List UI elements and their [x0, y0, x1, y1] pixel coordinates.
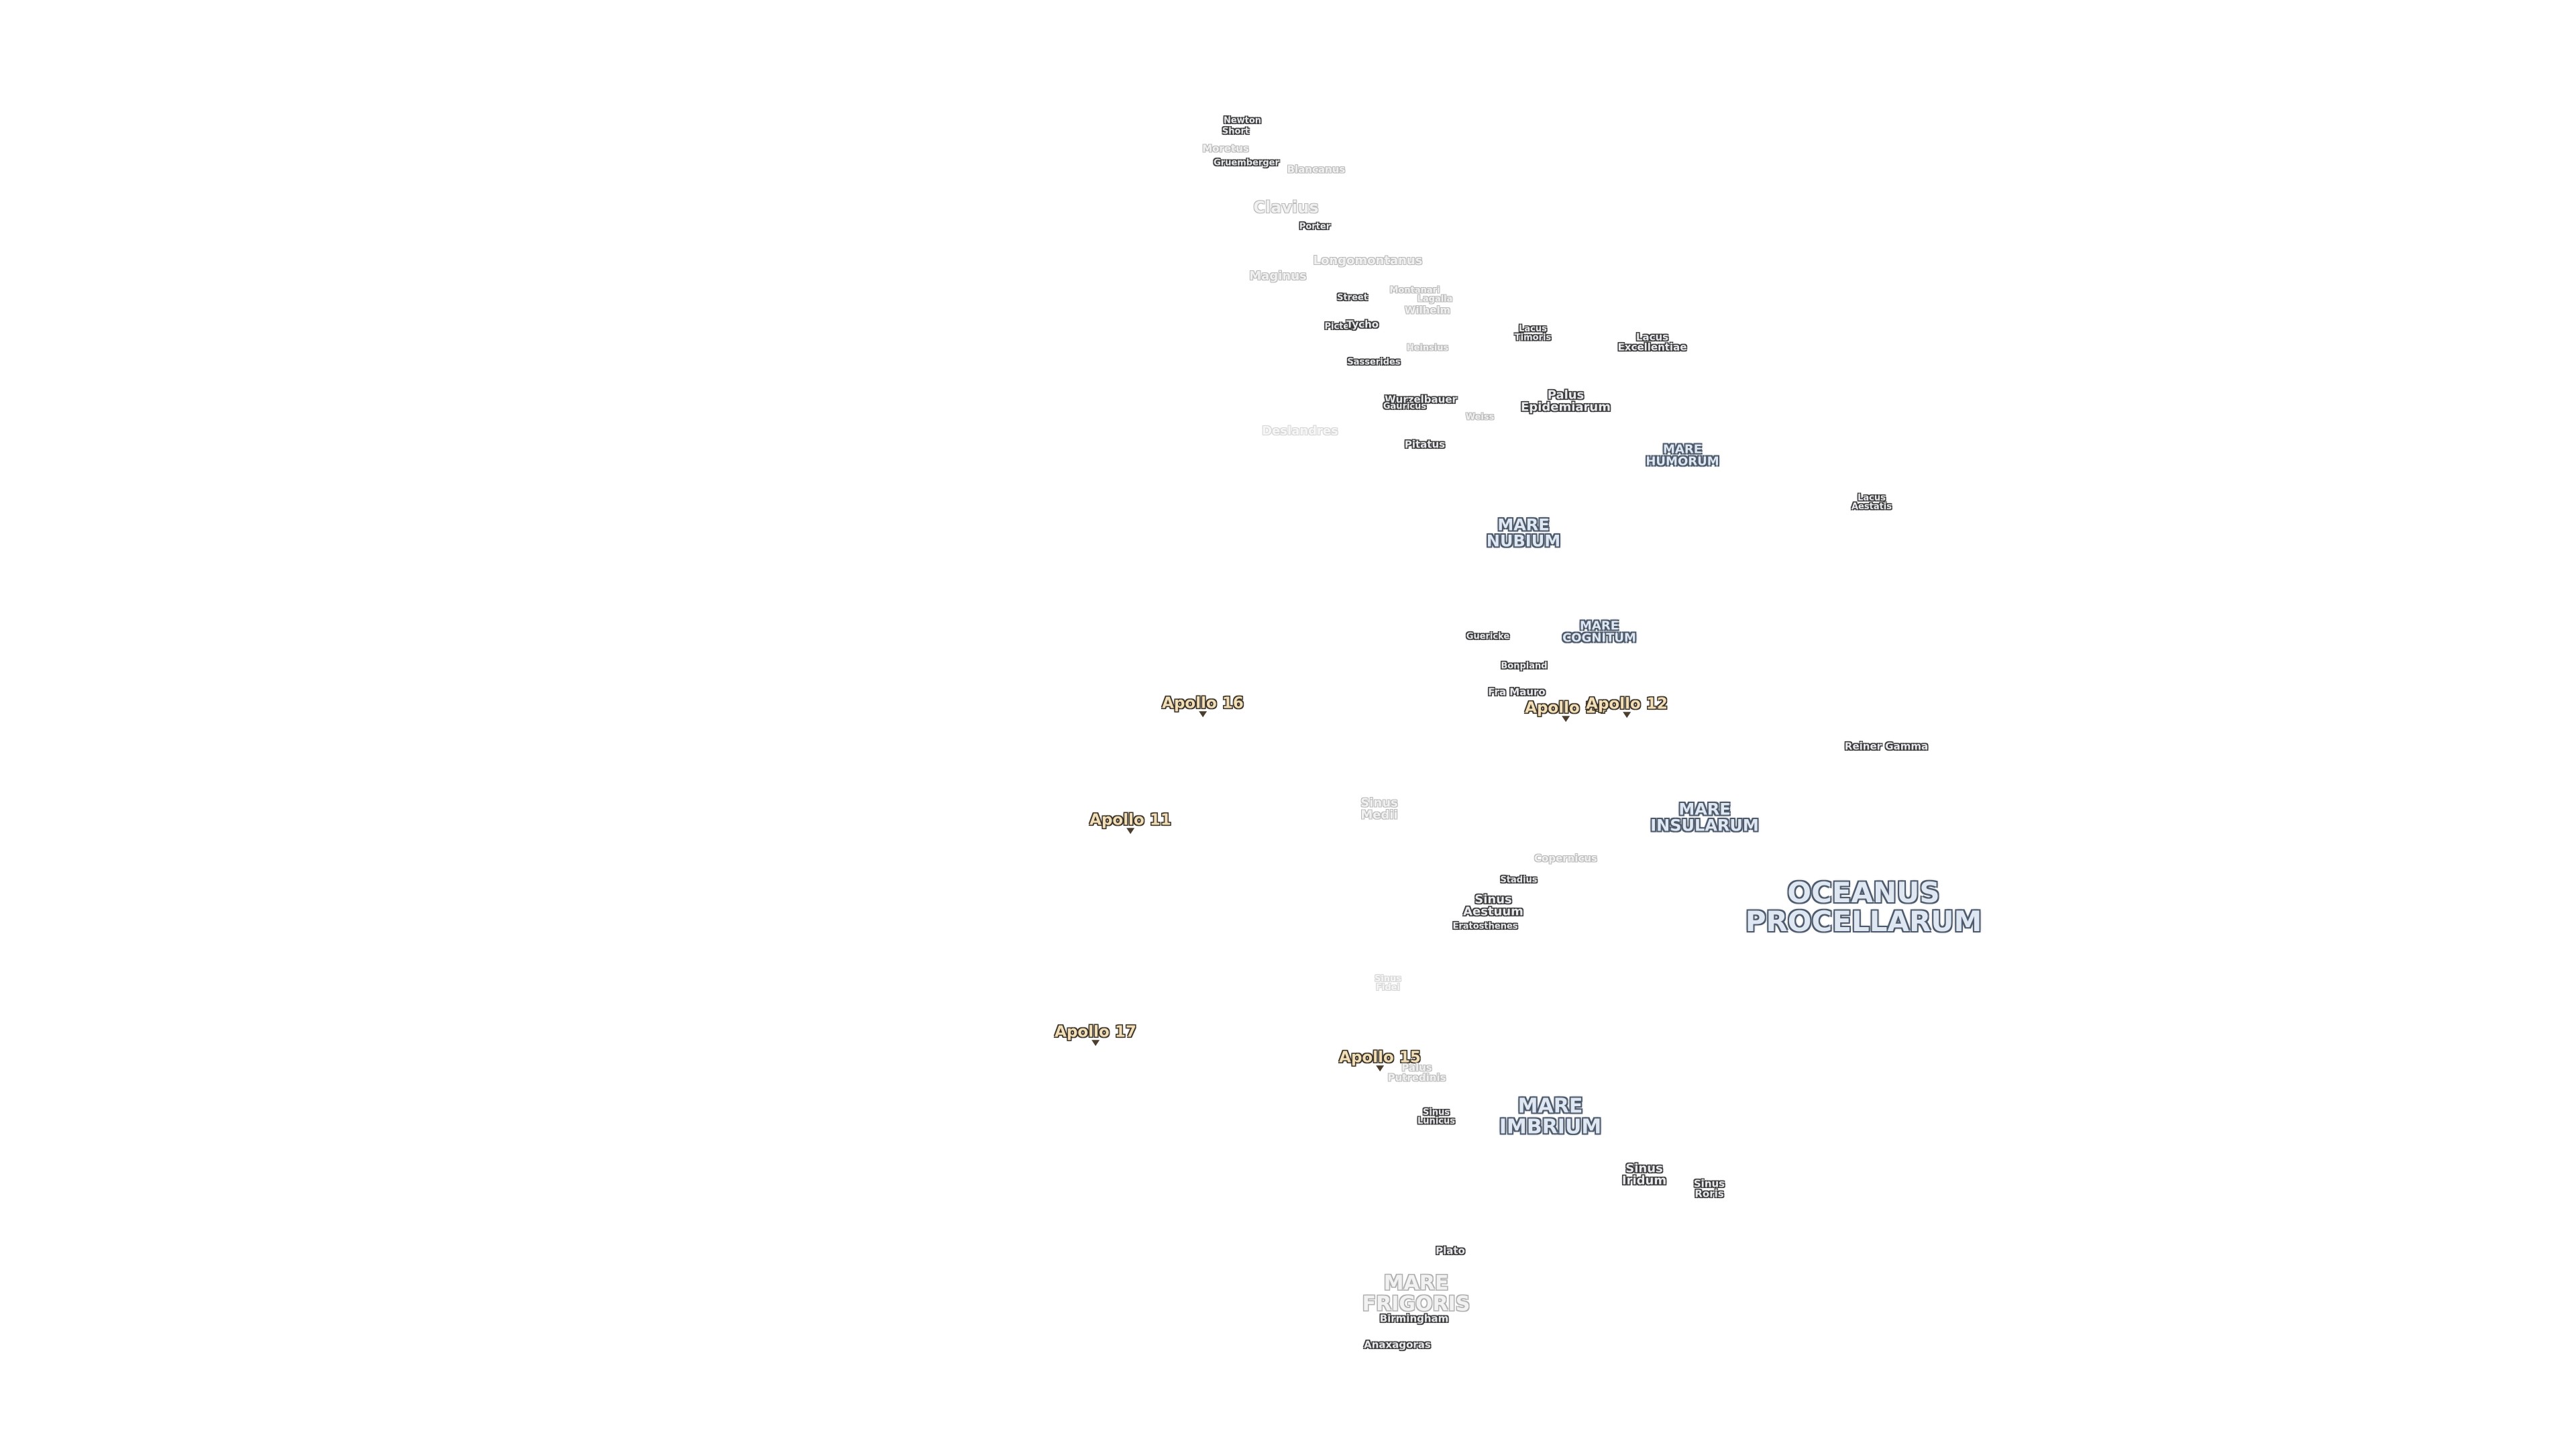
label-mare-humorum[interactable]: MARE HUMORUM [1646, 442, 1719, 469]
label-sinus-roris[interactable]: Sinus Roris [1693, 1177, 1725, 1200]
label-plato[interactable]: Plato [1436, 1244, 1465, 1257]
label-lagalla[interactable]: Lagalla [1417, 294, 1453, 305]
label-palus-putredinis[interactable]: Palus Putredinis [1387, 1061, 1446, 1084]
label-sinus-lunicus[interactable]: Sinus Lunicus [1417, 1107, 1455, 1126]
apollo-12-site[interactable]: Apollo 12 [1586, 695, 1668, 718]
label-reiner-gamma[interactable]: Reiner Gamma [1844, 740, 1929, 753]
label-short[interactable]: Short [1222, 126, 1250, 137]
label-lacus-excellentiae[interactable]: Lacus Excellentiae [1617, 331, 1687, 354]
label-bonpland[interactable]: Bonpland [1501, 661, 1548, 672]
label-birmingham[interactable]: Birmingham [1379, 1312, 1449, 1325]
label-sinus-iridum[interactable]: Sinus Iridum [1621, 1161, 1667, 1188]
label-mare-imbrium[interactable]: MARE IMBRIUM [1499, 1094, 1602, 1138]
apollo-11-site[interactable]: Apollo 11 [1089, 811, 1171, 835]
label-porter[interactable]: Porter [1299, 221, 1331, 232]
label-oceanus-procellarum[interactable]: OCEANUS PROCELLARUM [1745, 876, 1982, 938]
pin-icon [1126, 828, 1134, 835]
label-sasserides[interactable]: Sasserides [1347, 357, 1401, 368]
label-moretus[interactable]: Moretus [1202, 142, 1249, 155]
label-sinus-aestuum[interactable]: Sinus Aestuum [1463, 892, 1523, 919]
apollo-15-site[interactable]: Apollo 15 [1339, 1049, 1421, 1072]
apollo-15-label: Apollo 15 [1339, 1049, 1421, 1067]
label-eratosthenes[interactable]: Eratosthenes [1452, 921, 1518, 932]
label-lacus-timoris[interactable]: Lacus Timoris [1514, 323, 1552, 343]
label-lacus-aestatis[interactable]: Lacus Aestatis [1851, 492, 1892, 512]
label-mare-cognitum[interactable]: MARE COGNITUM [1562, 619, 1636, 645]
label-fra-mauro[interactable]: Fra Mauro [1488, 686, 1546, 698]
pin-icon [1199, 711, 1207, 718]
label-pitatus[interactable]: Pitatus [1404, 438, 1446, 451]
label-deslandres[interactable]: Deslandres [1262, 423, 1338, 438]
label-tycho[interactable]: Tycho [1346, 318, 1379, 331]
apollo-14-label: Apollo 14 [1525, 699, 1607, 717]
apollo-17-site[interactable]: Apollo 17 [1055, 1023, 1136, 1046]
label-clavius[interactable]: Clavius [1253, 197, 1319, 217]
label-street[interactable]: Street [1337, 292, 1368, 303]
pin-icon [1376, 1065, 1384, 1072]
label-weiss[interactable]: Weiss [1465, 412, 1495, 423]
label-mare-nubium[interactable]: MARE NUBIUM [1486, 515, 1561, 551]
apollo-14-site[interactable]: Apollo 14 [1525, 699, 1607, 722]
label-maginus[interactable]: Maginus [1249, 268, 1307, 283]
apollo-12-label: Apollo 12 [1586, 695, 1668, 713]
label-mare-insularum[interactable]: MARE INSULARUM [1650, 800, 1759, 835]
apollo-16-site[interactable]: Apollo 16 [1162, 694, 1244, 718]
label-wurzelbauer[interactable]: Wurzelbauer [1385, 393, 1457, 406]
label-pictet[interactable]: Pictet [1324, 321, 1354, 332]
apollo-17-label: Apollo 17 [1055, 1023, 1136, 1041]
label-palus-epidemiarum[interactable]: Palus Epidemiarum [1521, 388, 1611, 415]
label-gauricus[interactable]: Gauricus [1383, 401, 1427, 412]
apollo-11-label: Apollo 11 [1089, 811, 1171, 829]
label-anaxagoras[interactable]: Anaxagoras [1364, 1338, 1431, 1351]
label-stadius[interactable]: Stadius [1500, 875, 1538, 885]
label-blancanus[interactable]: Blancanus [1287, 163, 1346, 176]
label-guericke[interactable]: Guericke [1466, 631, 1510, 642]
label-mare-frigoris[interactable]: MARE FRIGORIS [1362, 1271, 1470, 1316]
label-sinus-medii[interactable]: Sinus Medii [1360, 796, 1398, 822]
label-montanari[interactable]: Montanari [1389, 285, 1440, 296]
pin-icon [1562, 716, 1570, 722]
label-newton[interactable]: Newton [1223, 115, 1262, 126]
label-wilhelm[interactable]: Wilhelm [1404, 304, 1451, 317]
label-sinus-fidei[interactable]: Sinus Fidei [1374, 973, 1402, 993]
label-copernicus[interactable]: Copernicus [1534, 852, 1597, 865]
pin-icon [1623, 712, 1631, 718]
pin-icon [1091, 1040, 1099, 1046]
apollo-16-label: Apollo 16 [1162, 694, 1244, 712]
label-gruemberger[interactable]: Gruemberger [1214, 158, 1279, 168]
label-heinsius[interactable]: Heinsius [1406, 343, 1449, 354]
label-longomontanus[interactable]: Longomontanus [1313, 253, 1423, 268]
